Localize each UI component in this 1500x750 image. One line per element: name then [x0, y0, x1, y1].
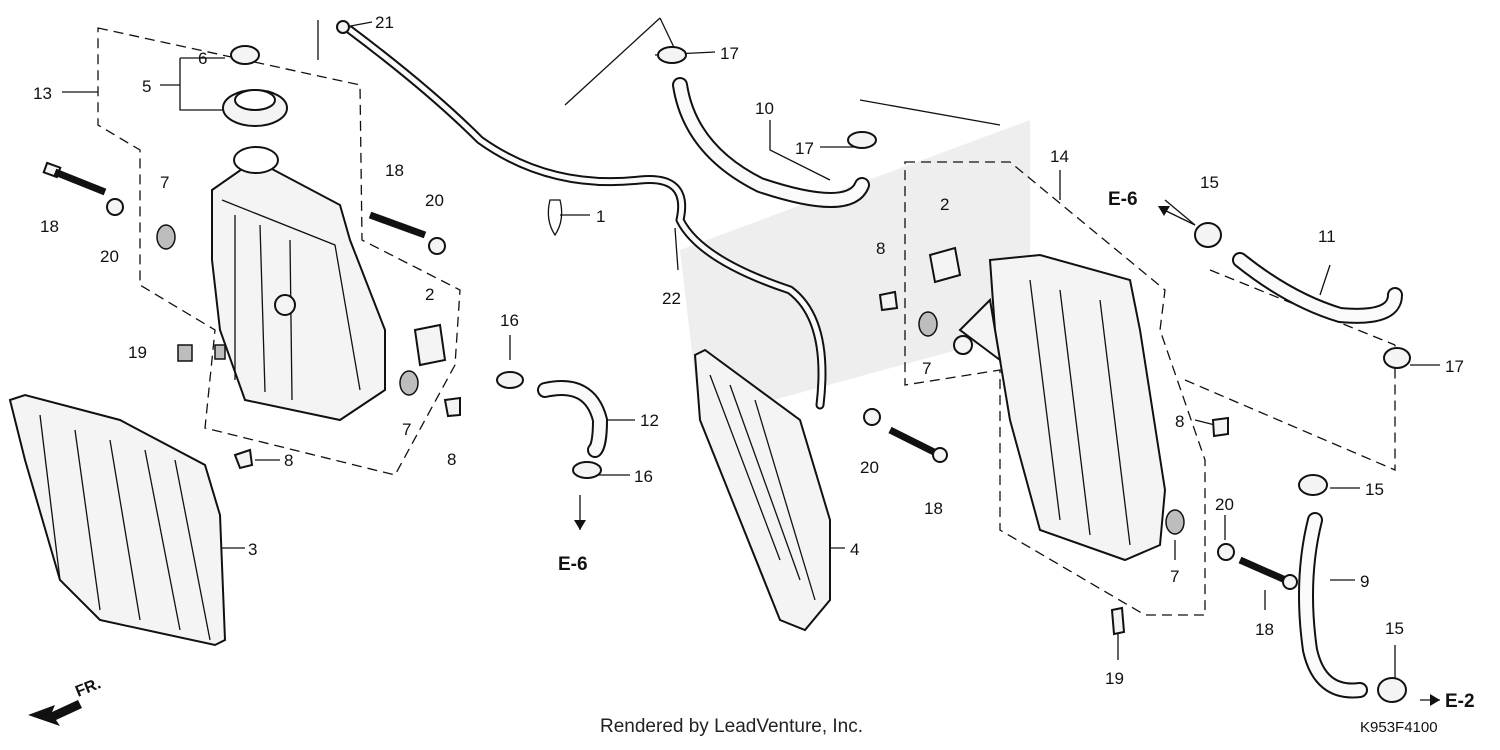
callout-13: 13 [33, 84, 52, 103]
collars [233, 290, 1229, 470]
ref-label-e2: E-2 [1445, 691, 1475, 712]
callout-22: 22 [662, 289, 681, 308]
callout-20-a: 20 [100, 247, 119, 266]
callout-15-c: 15 [1385, 619, 1404, 638]
callout-8-d: 8 [1175, 412, 1184, 431]
callout-11: 11 [1318, 227, 1336, 246]
callout-10: 10 [755, 99, 774, 118]
bolt-left-mid [368, 211, 427, 239]
right-radiator [953, 253, 1167, 562]
hose-band [547, 199, 563, 237]
bolt-right-mid [888, 426, 948, 463]
callout-19-b: 19 [1105, 669, 1124, 688]
callout-4: 4 [850, 540, 859, 559]
bolt-left-top [42, 161, 107, 196]
reference-e6-right: E-6 [1108, 189, 1196, 226]
callout-17-a: 17 [720, 44, 739, 63]
callout-9: 9 [1360, 572, 1369, 591]
hose-clamps [496, 46, 1411, 703]
seal-left [413, 323, 447, 367]
callouts: 13 5 6 21 18 20 7 19 18 20 2 7 8 8 3 1 2… [33, 13, 1464, 688]
front-direction-label: FR. [73, 675, 103, 700]
grommets [156, 224, 1185, 535]
callout-14: 14 [1050, 147, 1069, 166]
callout-16-a: 16 [500, 311, 519, 330]
callout-7-d: 7 [1170, 567, 1179, 586]
callout-18-b: 18 [385, 161, 404, 180]
callout-21: 21 [375, 13, 394, 32]
leader-lines [62, 17, 1440, 701]
overflow-tube [345, 25, 827, 410]
right-shroud [693, 348, 831, 632]
ref-label-e6-right: E-6 [1108, 189, 1138, 210]
callout-2-b: 2 [940, 195, 949, 214]
callout-20-c: 20 [860, 458, 879, 477]
hatch-background [680, 120, 1030, 420]
front-direction-arrow: FR. [28, 675, 103, 726]
callout-18-c: 18 [924, 499, 943, 518]
callout-7-b: 7 [402, 420, 411, 439]
upper-hose-right [1232, 252, 1403, 324]
reference-e2: E-2 [1430, 691, 1475, 712]
reference-e6-bottom: E-6 [558, 520, 588, 575]
callout-8-c: 8 [876, 239, 885, 258]
left-shroud [8, 393, 227, 647]
render-credit: Rendered by LeadVenture, Inc. [600, 716, 863, 737]
lower-hose-left [537, 380, 608, 458]
callout-19-a: 19 [128, 343, 147, 362]
callout-17-b: 17 [795, 139, 814, 158]
callout-12: 12 [640, 411, 659, 430]
callout-1: 1 [596, 207, 605, 226]
lower-hose-right [1298, 512, 1368, 699]
bolt-right-low [1238, 556, 1298, 590]
callout-15-b: 15 [1365, 480, 1384, 499]
callout-17-c: 17 [1445, 357, 1464, 376]
tube-clip-top [336, 20, 350, 34]
left-radiator [211, 146, 386, 422]
callout-18-a: 18 [40, 217, 59, 236]
radiator-cap [222, 89, 288, 127]
callout-5: 5 [142, 77, 151, 96]
callout-15-a: 15 [1200, 173, 1219, 192]
upper-hose-left [672, 77, 870, 208]
ref-label-e6-bottom: E-6 [558, 554, 588, 575]
callout-3: 3 [248, 540, 257, 559]
cap-seal [230, 45, 260, 65]
callout-20-d: 20 [1215, 495, 1234, 514]
callout-16-b: 16 [634, 467, 653, 486]
diagram-code: K953F4100 [1360, 719, 1438, 736]
seal-right [928, 246, 962, 284]
callout-7-a: 7 [160, 173, 169, 192]
callout-7-c: 7 [922, 359, 931, 378]
callout-8-b: 8 [284, 451, 293, 470]
callout-2-a: 2 [425, 285, 434, 304]
clips [177, 344, 1126, 636]
washers [106, 198, 1235, 561]
callout-8-a: 8 [447, 450, 456, 469]
callout-6: 6 [198, 49, 207, 68]
callout-18-d: 18 [1255, 620, 1274, 639]
callout-20-b: 20 [425, 191, 444, 210]
